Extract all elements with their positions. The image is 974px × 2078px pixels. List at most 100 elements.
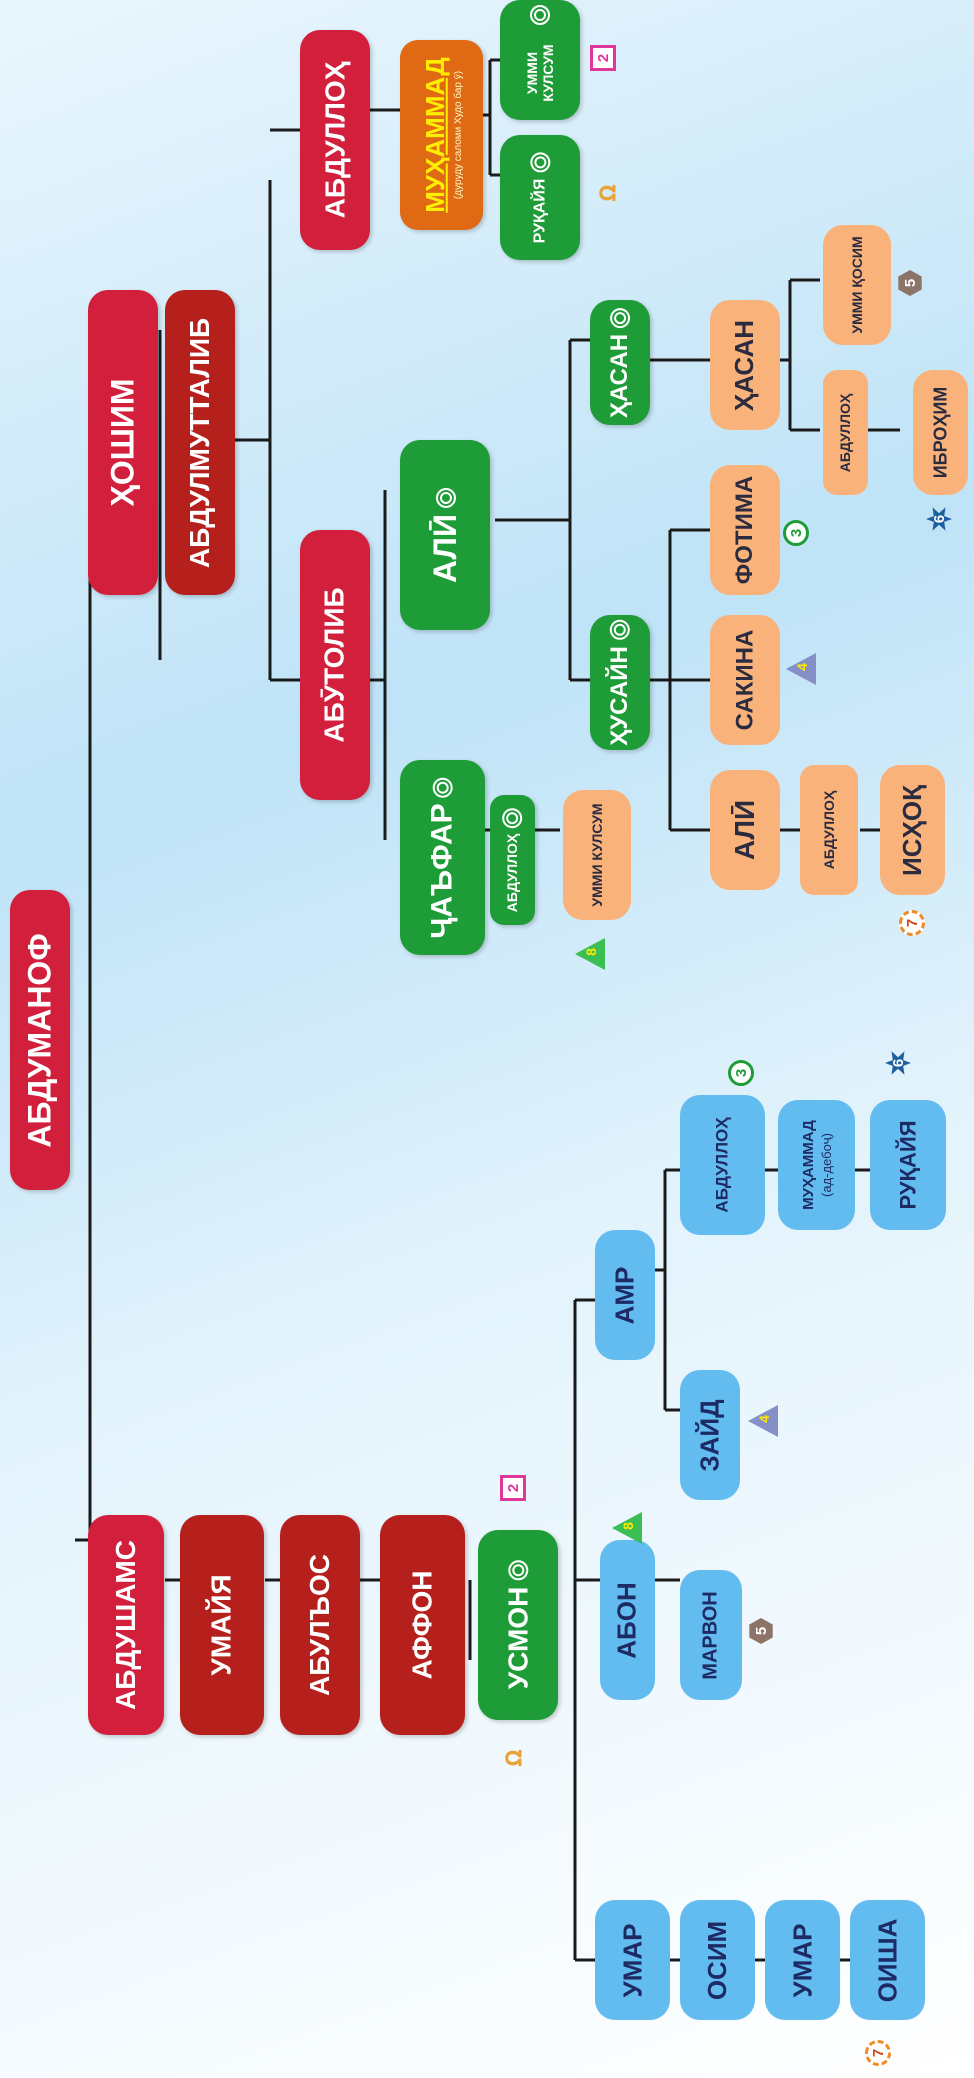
node-ummi-kulsum-1-label: УММИ КУЛСУМ (524, 44, 556, 102)
node-ali-2-label: АЛӢ (729, 799, 760, 861)
honor-seal-icon (432, 776, 453, 797)
node-abon-label: АБОН (612, 1581, 642, 1659)
node-muhammad-2-label: МУҲАММАД (799, 1120, 817, 1210)
symbol-badge-icon: ꭥ (496, 1749, 527, 1767)
node-sakina-label: САКИНА (731, 629, 759, 731)
node-abutolib: АБӮТОЛИБ (300, 530, 370, 800)
node-abdulmuttalib-label: АБДУЛМУТТАЛИБ (184, 317, 215, 568)
node-jafar-label: ҶАЪФАР (425, 802, 459, 939)
node-ruqayya-2-label: РУҚАЙЯ (895, 1120, 921, 1210)
node-zayd-label: ЗАЙД (694, 1398, 725, 1472)
node-abdulloh-father-label: АБДУЛЛОҲ (319, 61, 351, 219)
node-muhammad-label: МУҲАММАД (419, 57, 450, 213)
node-abdulloh-amr-label: АБДУЛЛОҲ (712, 1117, 732, 1213)
honor-seal-icon (530, 152, 551, 173)
node-umayya-label: УМАЙЯ (206, 1574, 237, 1676)
node-oisha: ОИША (850, 1900, 925, 2020)
node-abutolib-label: АБӮТОЛИБ (319, 587, 350, 743)
badge-label: 7 (869, 2048, 887, 2058)
node-umar: УМАР (595, 1900, 670, 2020)
node-ibrohim-label: ИБРОҲИМ (930, 386, 950, 479)
node-abdulloh-ali: АБДУЛЛОҲ (800, 765, 858, 895)
node-ummi-kulsum-2-label: УММИ КУЛСУМ (589, 803, 605, 907)
badge-flower: 7 (865, 2040, 891, 2066)
node-hoshim-label: ҲОШИМ (104, 378, 141, 507)
node-ummi-qosim: УММИ ҚОСИМ (823, 225, 891, 345)
node-muhammad-2-subtitle: (ад-дебоҷ) (818, 1133, 834, 1197)
node-ummi-kulsum-1: УММИ КУЛСУМ (500, 0, 580, 120)
node-abdushams-label: АБДУШАМС (110, 1540, 141, 1710)
node-abulos-label: АБУЛЪОС (304, 1554, 335, 1696)
badge-triangle: 4 (748, 1405, 782, 1437)
node-jafar: ҶАЪФАР (400, 760, 485, 955)
badge-triangle-green: 8 (612, 1512, 646, 1544)
node-abdumanof-label: АБДУМАНОФ (21, 932, 58, 1148)
badge-label: 4 (793, 663, 810, 671)
node-husayn: ҲУСАЙН (590, 615, 650, 750)
honor-seal-icon (502, 807, 523, 828)
triangle-icon (748, 1405, 778, 1437)
node-abon: АБОН (600, 1540, 655, 1700)
node-abdulloh-jafar-label: АБДУЛЛОҲ (504, 833, 521, 913)
node-ummi-qosim-label: УММИ ҚОСИМ (849, 236, 865, 334)
node-oisha-label: ОИША (872, 1918, 903, 2002)
node-hasan-label: ҲАСАН (606, 333, 634, 418)
node-osim: ОСИМ (680, 1900, 755, 2020)
badge-label: 2 (504, 1483, 522, 1493)
badge-label: 5 (901, 278, 919, 288)
node-ruqayya-2: РУҚАЙЯ (870, 1100, 946, 1230)
node-abdulloh-ali-label: АБДУЛЛОҲ (821, 790, 837, 870)
node-ruqayya-1: РУҚАЙЯ (500, 135, 580, 260)
node-amr: АМР (595, 1230, 655, 1360)
node-affon-label: АФФОН (406, 1570, 438, 1680)
honor-seal-icon (610, 619, 630, 640)
node-abdushams: АБДУШАМС (88, 1515, 164, 1735)
node-abdulmuttalib: АБДУЛМУТТАЛИБ (165, 290, 235, 595)
node-umar-2-label: УМАР (786, 1923, 817, 1997)
badge-square: 2 (500, 1475, 526, 1501)
node-ibrohim: ИБРОҲИМ (913, 370, 968, 495)
node-umar-2: УМАР (765, 1900, 840, 2020)
badge-flower: 7 (899, 910, 925, 936)
node-ishoq-label: ИСҲОҚ (897, 784, 927, 876)
honor-seal-icon (530, 5, 550, 25)
badge-circle: 3 (783, 520, 809, 546)
node-abdulloh-amr: АБДУЛЛОҲ (680, 1095, 765, 1235)
node-abdulloh-father: АБДУЛЛОҲ (300, 30, 370, 250)
badge-triangle: 4 (786, 653, 820, 685)
node-abdulloh-jafar: АБДУЛЛОҲ (490, 795, 535, 925)
badge-label: 8 (582, 948, 599, 956)
node-umayya: УМАЙЯ (180, 1515, 264, 1735)
node-zayd: ЗАЙД (680, 1370, 740, 1500)
node-marvon: МАРВОН (680, 1570, 742, 1700)
node-muhammad-subtitle: (дуруду саломи Худо бар ӯ) (452, 70, 464, 200)
node-ali-2: АЛӢ (710, 770, 780, 890)
node-abdulloh-hasan: АБДУЛЛОҲ (823, 370, 868, 495)
node-ruqayya-1-label: РУҚАЙЯ (531, 178, 549, 243)
triangle-icon (575, 938, 605, 970)
badge-label: 7 (903, 918, 921, 928)
node-usmon-label: УСМОН (502, 1586, 533, 1690)
node-osim-label: ОСИМ (702, 1920, 733, 2000)
node-hasan-2-label: ҲАСАН (729, 319, 760, 411)
badge-label: 2 (594, 53, 612, 63)
node-hasan: ҲАСАН (590, 300, 650, 425)
honor-seal-icon (435, 487, 456, 508)
honor-seal-icon (610, 307, 631, 328)
node-muhammad-2: МУҲАММАД (ад-дебоҷ) (778, 1100, 855, 1230)
node-ali-label: АЛӢ (426, 513, 463, 583)
triangle-icon (786, 653, 816, 685)
node-usmon: УСМОН (478, 1530, 558, 1720)
badge-label: 3 (787, 528, 805, 538)
badge-label: 8 (619, 1522, 636, 1530)
node-fotima-label: ФОТИМА (731, 475, 759, 585)
badge-label: 4 (755, 1415, 772, 1423)
node-fotima: ФОТИМА (710, 465, 780, 595)
node-hoshim: ҲОШИМ (88, 290, 158, 595)
badge-triangle-green: 8 (575, 938, 609, 970)
node-amr-label: АМР (609, 1266, 640, 1324)
node-hasan-2: ҲАСАН (710, 300, 780, 430)
node-marvon-label: МАРВОН (699, 1590, 722, 1680)
node-ishoq: ИСҲОҚ (880, 765, 945, 895)
